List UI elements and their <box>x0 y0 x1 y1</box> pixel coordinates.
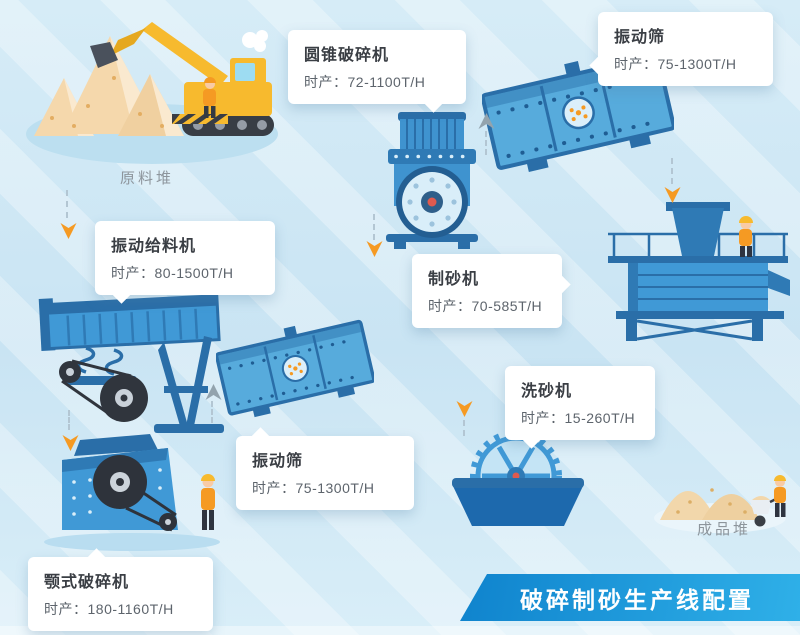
sand-maker-illustration <box>608 202 790 341</box>
worker-icon <box>203 77 216 118</box>
station-capacity: 时产：15-260T/H <box>521 410 636 426</box>
flow-arrow-up-icon <box>478 112 495 130</box>
station-name: 圆锥破碎机 <box>304 47 390 64</box>
flow-arrow-down-icon <box>62 434 79 452</box>
flow-arrow-up-icon <box>205 383 222 401</box>
flow-connector <box>671 158 673 184</box>
station-card-cone-crusher: 圆锥破碎机 时产：72-1100T/H <box>288 30 466 113</box>
station-capacity: 时产：75-1300T/H <box>252 480 375 496</box>
flow-arrow-down-icon <box>60 222 77 240</box>
station-name: 振动给料机 <box>111 238 197 255</box>
card-pointer <box>552 275 571 294</box>
flow-connector <box>211 401 213 431</box>
bottom-accent-strip <box>0 626 800 635</box>
gear-face-icon <box>396 166 468 238</box>
station-card-vibrating-screen-top: 振动筛 时产：75-1300T/H <box>589 12 773 86</box>
vibrating-screen-mid-illustration <box>216 319 374 418</box>
flow-connector <box>463 420 465 436</box>
station-card-vibrating-feeder: 振动给料机 时产：80-1500T/H <box>95 221 275 304</box>
finished-pile-illustration <box>654 475 786 533</box>
spring-coils-icon <box>76 346 124 376</box>
station-name: 颚式破碎机 <box>44 574 130 591</box>
station-capacity: 时产：180-1160T/H <box>44 601 174 617</box>
worker-icon <box>739 216 753 257</box>
pyramid-piles-icon <box>34 36 184 136</box>
station-name: 洗砂机 <box>521 383 573 400</box>
station-name: 制砂机 <box>428 271 480 288</box>
station-capacity: 时产：72-1100T/H <box>304 74 426 90</box>
flow-arrow-down-icon <box>664 186 681 204</box>
page-title: 破碎制砂生产线配置 <box>520 586 754 613</box>
belt-drive-icon <box>59 359 148 422</box>
flow-connector <box>485 131 487 155</box>
station-name: 振动筛 <box>614 29 666 46</box>
flywheel-icon <box>93 455 177 532</box>
station-name: 振动筛 <box>252 453 304 470</box>
sand-washer-illustration <box>452 430 584 526</box>
cone-crusher-illustration <box>386 112 478 249</box>
flow-arrow-down-icon <box>366 240 383 258</box>
station-capacity: 时产：75-1300T/H <box>614 56 737 72</box>
worker-with-cart-icon <box>750 475 786 527</box>
flow-connector <box>66 190 68 218</box>
station-card-jaw-crusher: 颚式破碎机 时产：180-1160T/H <box>28 548 213 631</box>
flow-connector <box>68 410 70 430</box>
title-banner: 破碎制砂生产线配置 <box>460 574 800 621</box>
station-card-sand-washer: 洗砂机 时产：15-260T/H <box>505 366 655 449</box>
vibrating-feeder-illustration <box>38 294 224 433</box>
station-card-sand-maker: 制砂机 时产：70-585T/H <box>412 254 571 328</box>
jaw-crusher-illustration <box>44 434 220 551</box>
flow-connector <box>373 214 375 240</box>
station-capacity: 时产：80-1500T/H <box>111 265 234 281</box>
smoke-cloud-icon <box>242 30 268 52</box>
worker-icon <box>201 474 215 530</box>
station-card-vibrating-screen-mid: 振动筛 时产：75-1300T/H <box>236 427 414 510</box>
raw-pile-label: 原料堆 <box>120 170 175 187</box>
raw-material-pile-illustration <box>26 22 278 164</box>
station-capacity: 时产：70-585T/H <box>428 298 543 314</box>
finished-pile-label: 成品堆 <box>697 521 752 538</box>
flow-arrow-down-icon <box>456 400 473 418</box>
